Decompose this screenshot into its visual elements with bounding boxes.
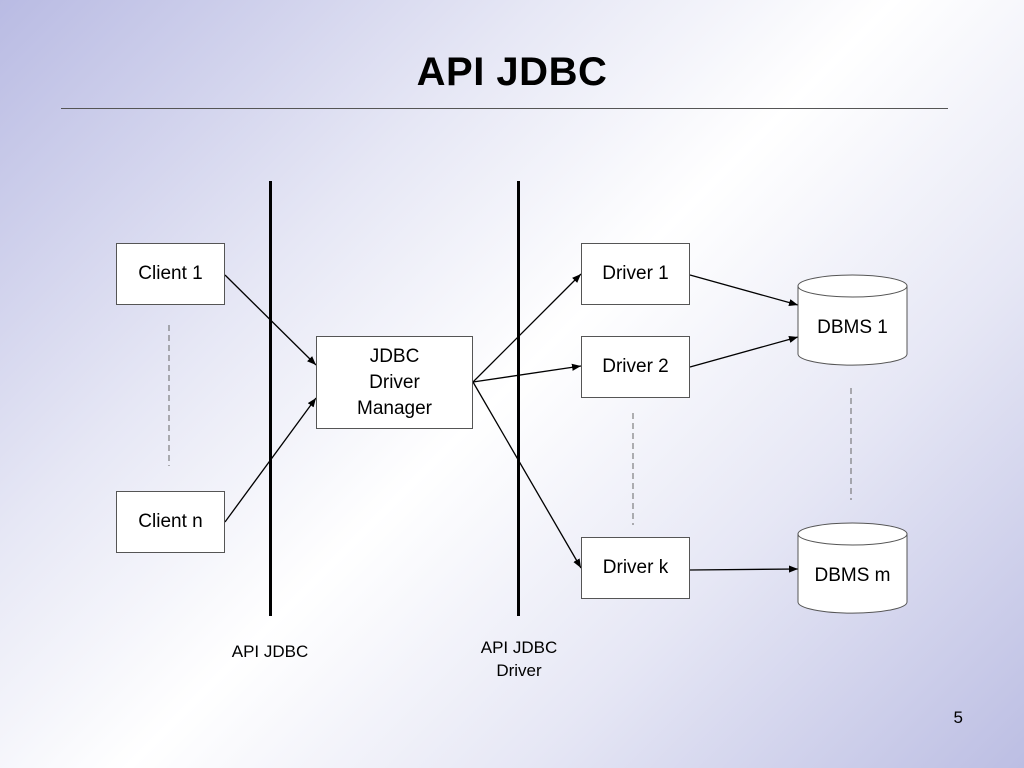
arrow-manager-to-driverk bbox=[472, 381, 582, 569]
arrow-client1-to-manager bbox=[224, 274, 317, 366]
arrow-driver2-to-dbms1 bbox=[689, 335, 799, 368]
arrow-clientn-to-manager bbox=[224, 397, 317, 523]
driver-2-box: Driver 2 bbox=[581, 336, 690, 398]
api-jdbc-driver-caption: API JDBC Driver bbox=[448, 636, 590, 682]
driver-2-label: Driver 2 bbox=[602, 356, 669, 377]
driver-1-box: Driver 1 bbox=[581, 243, 690, 305]
slide-title: API JDBC bbox=[416, 50, 608, 94]
api-jdbc-driver-caption-line-2: Driver bbox=[496, 661, 542, 680]
api-jdbc-caption: API JDBC bbox=[200, 640, 340, 663]
arrow-driverk-to-dbmsm bbox=[689, 565, 799, 573]
title-underline bbox=[61, 108, 948, 109]
dbms-m-label: DBMS m bbox=[814, 565, 891, 586]
jdbc-driver-manager-box: JDBC Driver Manager bbox=[316, 336, 473, 429]
driver-k-box: Driver k bbox=[581, 537, 690, 599]
manager-label-line-3: Manager bbox=[357, 397, 432, 419]
dbms-1-label: DBMS 1 bbox=[817, 317, 888, 338]
dbms-m-cylinder: DBMS m bbox=[797, 522, 908, 614]
dbms-1-cylinder: DBMS 1 bbox=[797, 274, 908, 366]
arrow-driver1-to-dbms1 bbox=[689, 274, 799, 307]
database-cylinder-icon bbox=[797, 274, 908, 366]
arrow-manager-to-driver2 bbox=[472, 363, 582, 383]
api-jdbc-driver-boundary-line bbox=[517, 181, 520, 616]
client-1-label: Client 1 bbox=[138, 263, 203, 284]
driver-1-label: Driver 1 bbox=[602, 263, 669, 284]
manager-label-line-1: JDBC bbox=[369, 345, 420, 367]
client-n-label: Client n bbox=[138, 511, 203, 532]
page-number: 5 bbox=[953, 708, 963, 727]
api-jdbc-caption-text: API JDBC bbox=[231, 642, 309, 661]
api-jdbc-driver-caption-line-1: API JDBC bbox=[480, 638, 558, 657]
driver-k-label: Driver k bbox=[602, 557, 669, 578]
arrow-manager-to-driver1 bbox=[472, 273, 582, 383]
client-n-box: Client n bbox=[116, 491, 225, 553]
manager-label-line-2: Driver bbox=[369, 371, 420, 393]
api-jdbc-boundary-line bbox=[269, 181, 272, 616]
database-cylinder-icon bbox=[797, 522, 908, 614]
client-1-box: Client 1 bbox=[116, 243, 225, 305]
